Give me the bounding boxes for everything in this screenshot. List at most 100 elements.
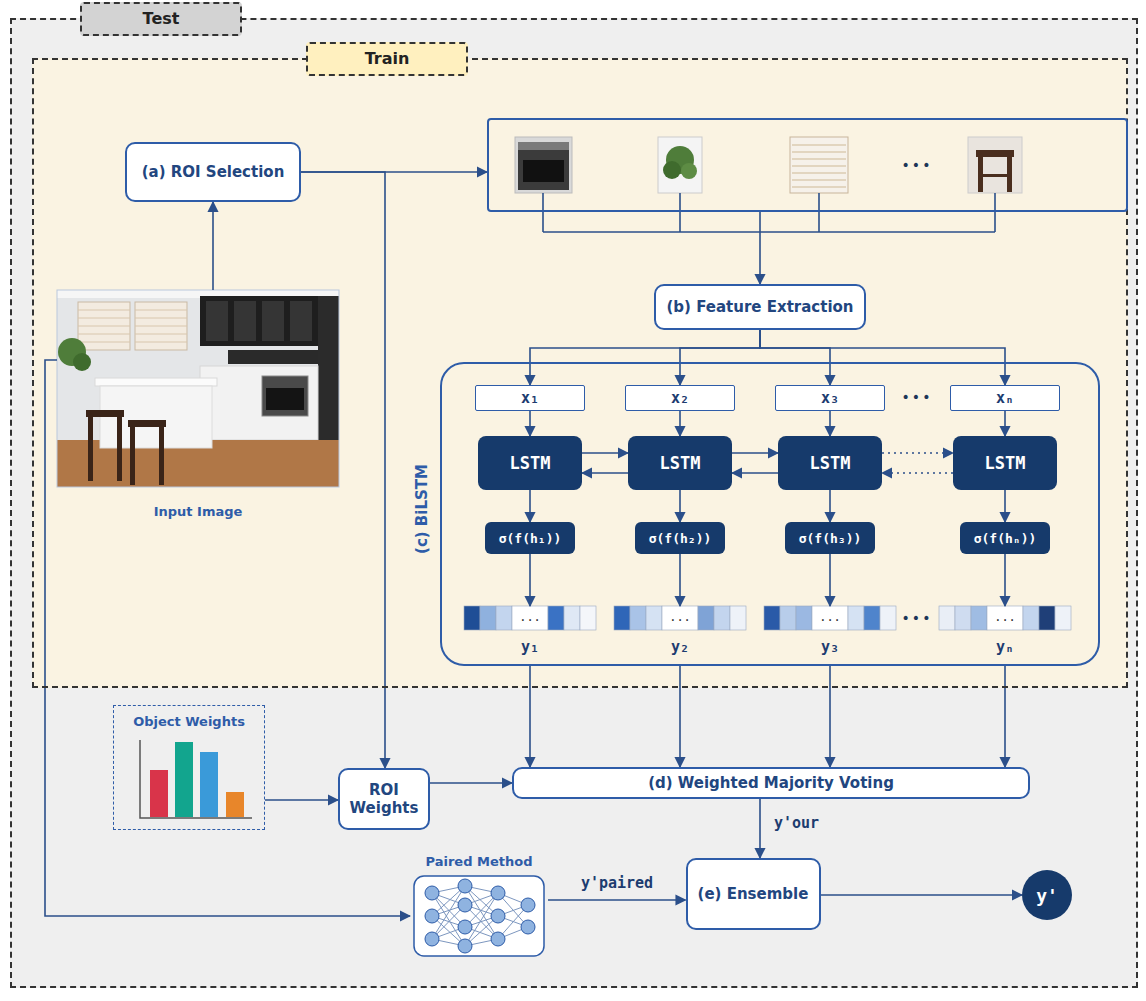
crop-stool <box>968 137 1022 193</box>
net-neuron <box>425 886 439 900</box>
photo-plant <box>73 353 91 371</box>
crop-window <box>790 137 848 193</box>
activation-box: σ(f(h₃)) <box>785 522 875 554</box>
connector-arrow <box>1004 490 1006 522</box>
output-vector: ...y₂ <box>614 606 746 664</box>
node-label: Paired Method <box>426 854 533 869</box>
chart-bar <box>175 742 193 817</box>
node-label: σ(f(h₂)) <box>649 531 712 546</box>
output-vector: ... yₙ <box>939 606 1071 664</box>
connector-arrow <box>882 452 953 454</box>
process-box: ROI Weights <box>338 768 430 830</box>
net-neuron <box>425 909 439 923</box>
vector-cell <box>564 606 580 630</box>
connector-arrow <box>212 202 214 290</box>
photo-stool-leg <box>159 427 164 485</box>
connector-arrow <box>732 452 778 454</box>
vector-cell <box>939 606 955 630</box>
connector-arrow <box>1004 664 1006 767</box>
photo-island-top <box>95 378 217 386</box>
node-label: xₙ <box>996 389 1014 407</box>
photo-wall <box>57 290 339 487</box>
bilstm-block: (c) BiLSTMx₁x₂x₃xₙLSTMLSTMLSTMLSTMσ(f(h₁… <box>440 362 1100 666</box>
node-label: x₂ <box>671 389 689 407</box>
roi-strip: ••• <box>487 118 1128 212</box>
net-neuron <box>458 939 472 953</box>
vector-cell <box>496 606 512 630</box>
output-circle: y' <box>1022 870 1072 920</box>
node-label: x₃ <box>821 389 839 407</box>
crop-oven-body <box>518 150 569 190</box>
output-vector: ... y₃ <box>764 606 896 664</box>
vector-cell <box>548 606 564 630</box>
photo-stool-seat <box>128 420 166 427</box>
node-label: LSTM <box>810 453 851 473</box>
connector-arrow <box>679 554 681 606</box>
connector-arrow <box>529 490 531 522</box>
chart-title: Object Weights <box>133 710 245 729</box>
connector-arrow <box>529 664 531 767</box>
output-vectors <box>464 606 1071 630</box>
chart-axes <box>140 740 252 818</box>
connector-arrow <box>760 330 1005 385</box>
node-label: LSTM <box>985 453 1026 473</box>
test-region: TestTrain(a) ROI SelectionInput Image•••… <box>10 18 1138 988</box>
vector-cell <box>730 606 746 630</box>
photo-cabinets <box>200 296 318 346</box>
photo-cabinet-door <box>262 301 284 341</box>
node-label: Input Image <box>154 504 243 519</box>
connector-arrow <box>45 360 410 916</box>
node-label: σ(f(h₃)) <box>799 531 862 546</box>
vector-ellipsis: ... <box>819 606 841 630</box>
output-vector: ...y₁ <box>464 606 596 664</box>
photo-cabinet-door <box>290 301 312 341</box>
chart-bar <box>150 770 168 817</box>
vector-cell <box>1055 606 1071 630</box>
vector-name: yₙ <box>996 638 1014 656</box>
crop-window-blinds <box>792 145 846 187</box>
neural-net-icon <box>414 876 544 956</box>
connector-arrow <box>265 799 338 801</box>
crop-plant <box>658 137 702 193</box>
feature-box: x₁ <box>475 385 585 411</box>
connector-arrow <box>430 782 512 784</box>
kitchen-photo <box>57 290 339 487</box>
node-label: (b) Feature Extraction <box>666 298 853 316</box>
ellipsis: ••• <box>902 389 933 405</box>
photo-cabinet-door <box>206 301 228 341</box>
vector-cell <box>614 606 630 630</box>
paired-method: Paired Method <box>410 850 548 962</box>
vector-cell <box>630 606 646 630</box>
photo-stool-leg <box>117 417 122 481</box>
connector-arrow <box>679 664 681 767</box>
photo-lower-cabinets <box>200 366 318 440</box>
feature-box: x₃ <box>775 385 885 411</box>
connector-arrow <box>529 411 531 436</box>
net-neuron <box>458 920 472 934</box>
test-ground <box>10 18 1138 988</box>
vector-cell <box>987 606 1023 630</box>
connector-arrow <box>829 490 831 522</box>
vector-cell <box>580 606 596 630</box>
node-label: ROI Weights <box>340 781 428 817</box>
photo-frame <box>57 290 339 487</box>
merge-bracket <box>543 193 995 232</box>
vector-cell <box>764 606 780 630</box>
vector-name: y₃ <box>821 638 839 656</box>
connector-arrow <box>680 330 760 385</box>
train-region: Train(a) ROI SelectionInput Image•••(b) … <box>32 58 1128 688</box>
vector-cell <box>512 606 548 630</box>
net-frame <box>414 876 544 956</box>
chart-bar <box>200 752 218 817</box>
connector-arrow <box>679 490 681 522</box>
connector-arrow <box>1004 554 1006 606</box>
photo-stool-seat <box>86 410 124 417</box>
process-box: (d) Weighted Majority Voting <box>512 767 1030 799</box>
vector-cell <box>971 606 987 630</box>
vector-ellipsis: ... <box>994 606 1016 630</box>
net-links <box>432 886 528 946</box>
connector-arrow <box>548 899 686 901</box>
connector-arrow <box>530 330 760 385</box>
vector-cell <box>714 606 730 630</box>
vector-cell <box>464 606 480 630</box>
